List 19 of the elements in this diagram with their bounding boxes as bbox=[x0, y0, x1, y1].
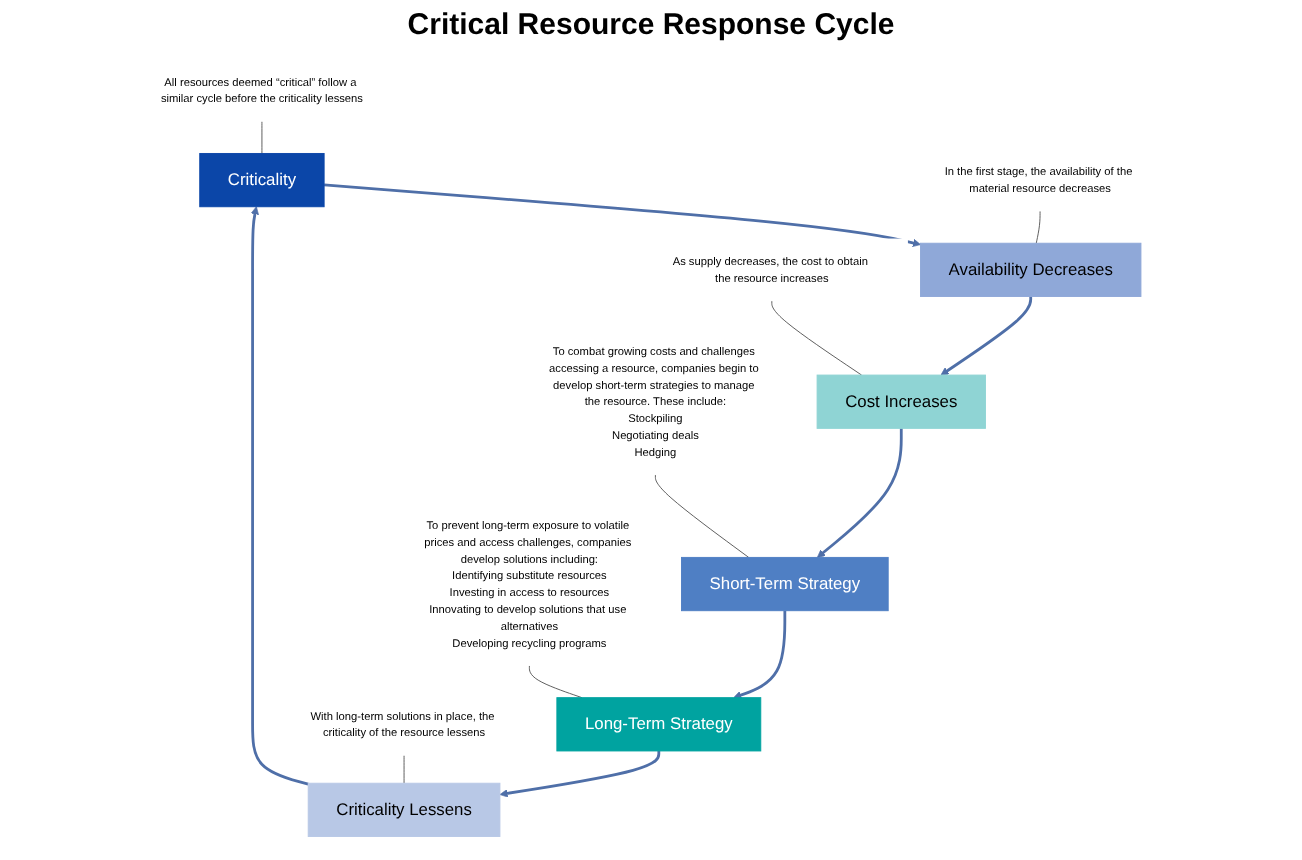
node-box: Availability Decreases bbox=[920, 242, 1142, 297]
connector bbox=[261, 120, 263, 154]
arrow bbox=[499, 750, 661, 798]
node-box: Criticality Lessens bbox=[307, 782, 501, 837]
connector bbox=[654, 474, 750, 558]
node-box: Criticality bbox=[199, 153, 325, 208]
connector bbox=[1035, 210, 1041, 244]
node-box: Cost Increases bbox=[816, 374, 986, 429]
node-box: Short-Term Strategy bbox=[681, 556, 889, 612]
arrow bbox=[940, 296, 1033, 376]
connector bbox=[528, 664, 583, 699]
arrow bbox=[250, 206, 309, 786]
arrow bbox=[733, 610, 787, 700]
cycle-center-label: Critical Resource Response Cycle bbox=[407, 8, 895, 42]
connector bbox=[403, 754, 405, 784]
connector bbox=[771, 300, 863, 376]
arrow bbox=[324, 183, 921, 247]
node-box: Long-Term Strategy bbox=[556, 697, 762, 752]
arrow bbox=[817, 428, 903, 558]
